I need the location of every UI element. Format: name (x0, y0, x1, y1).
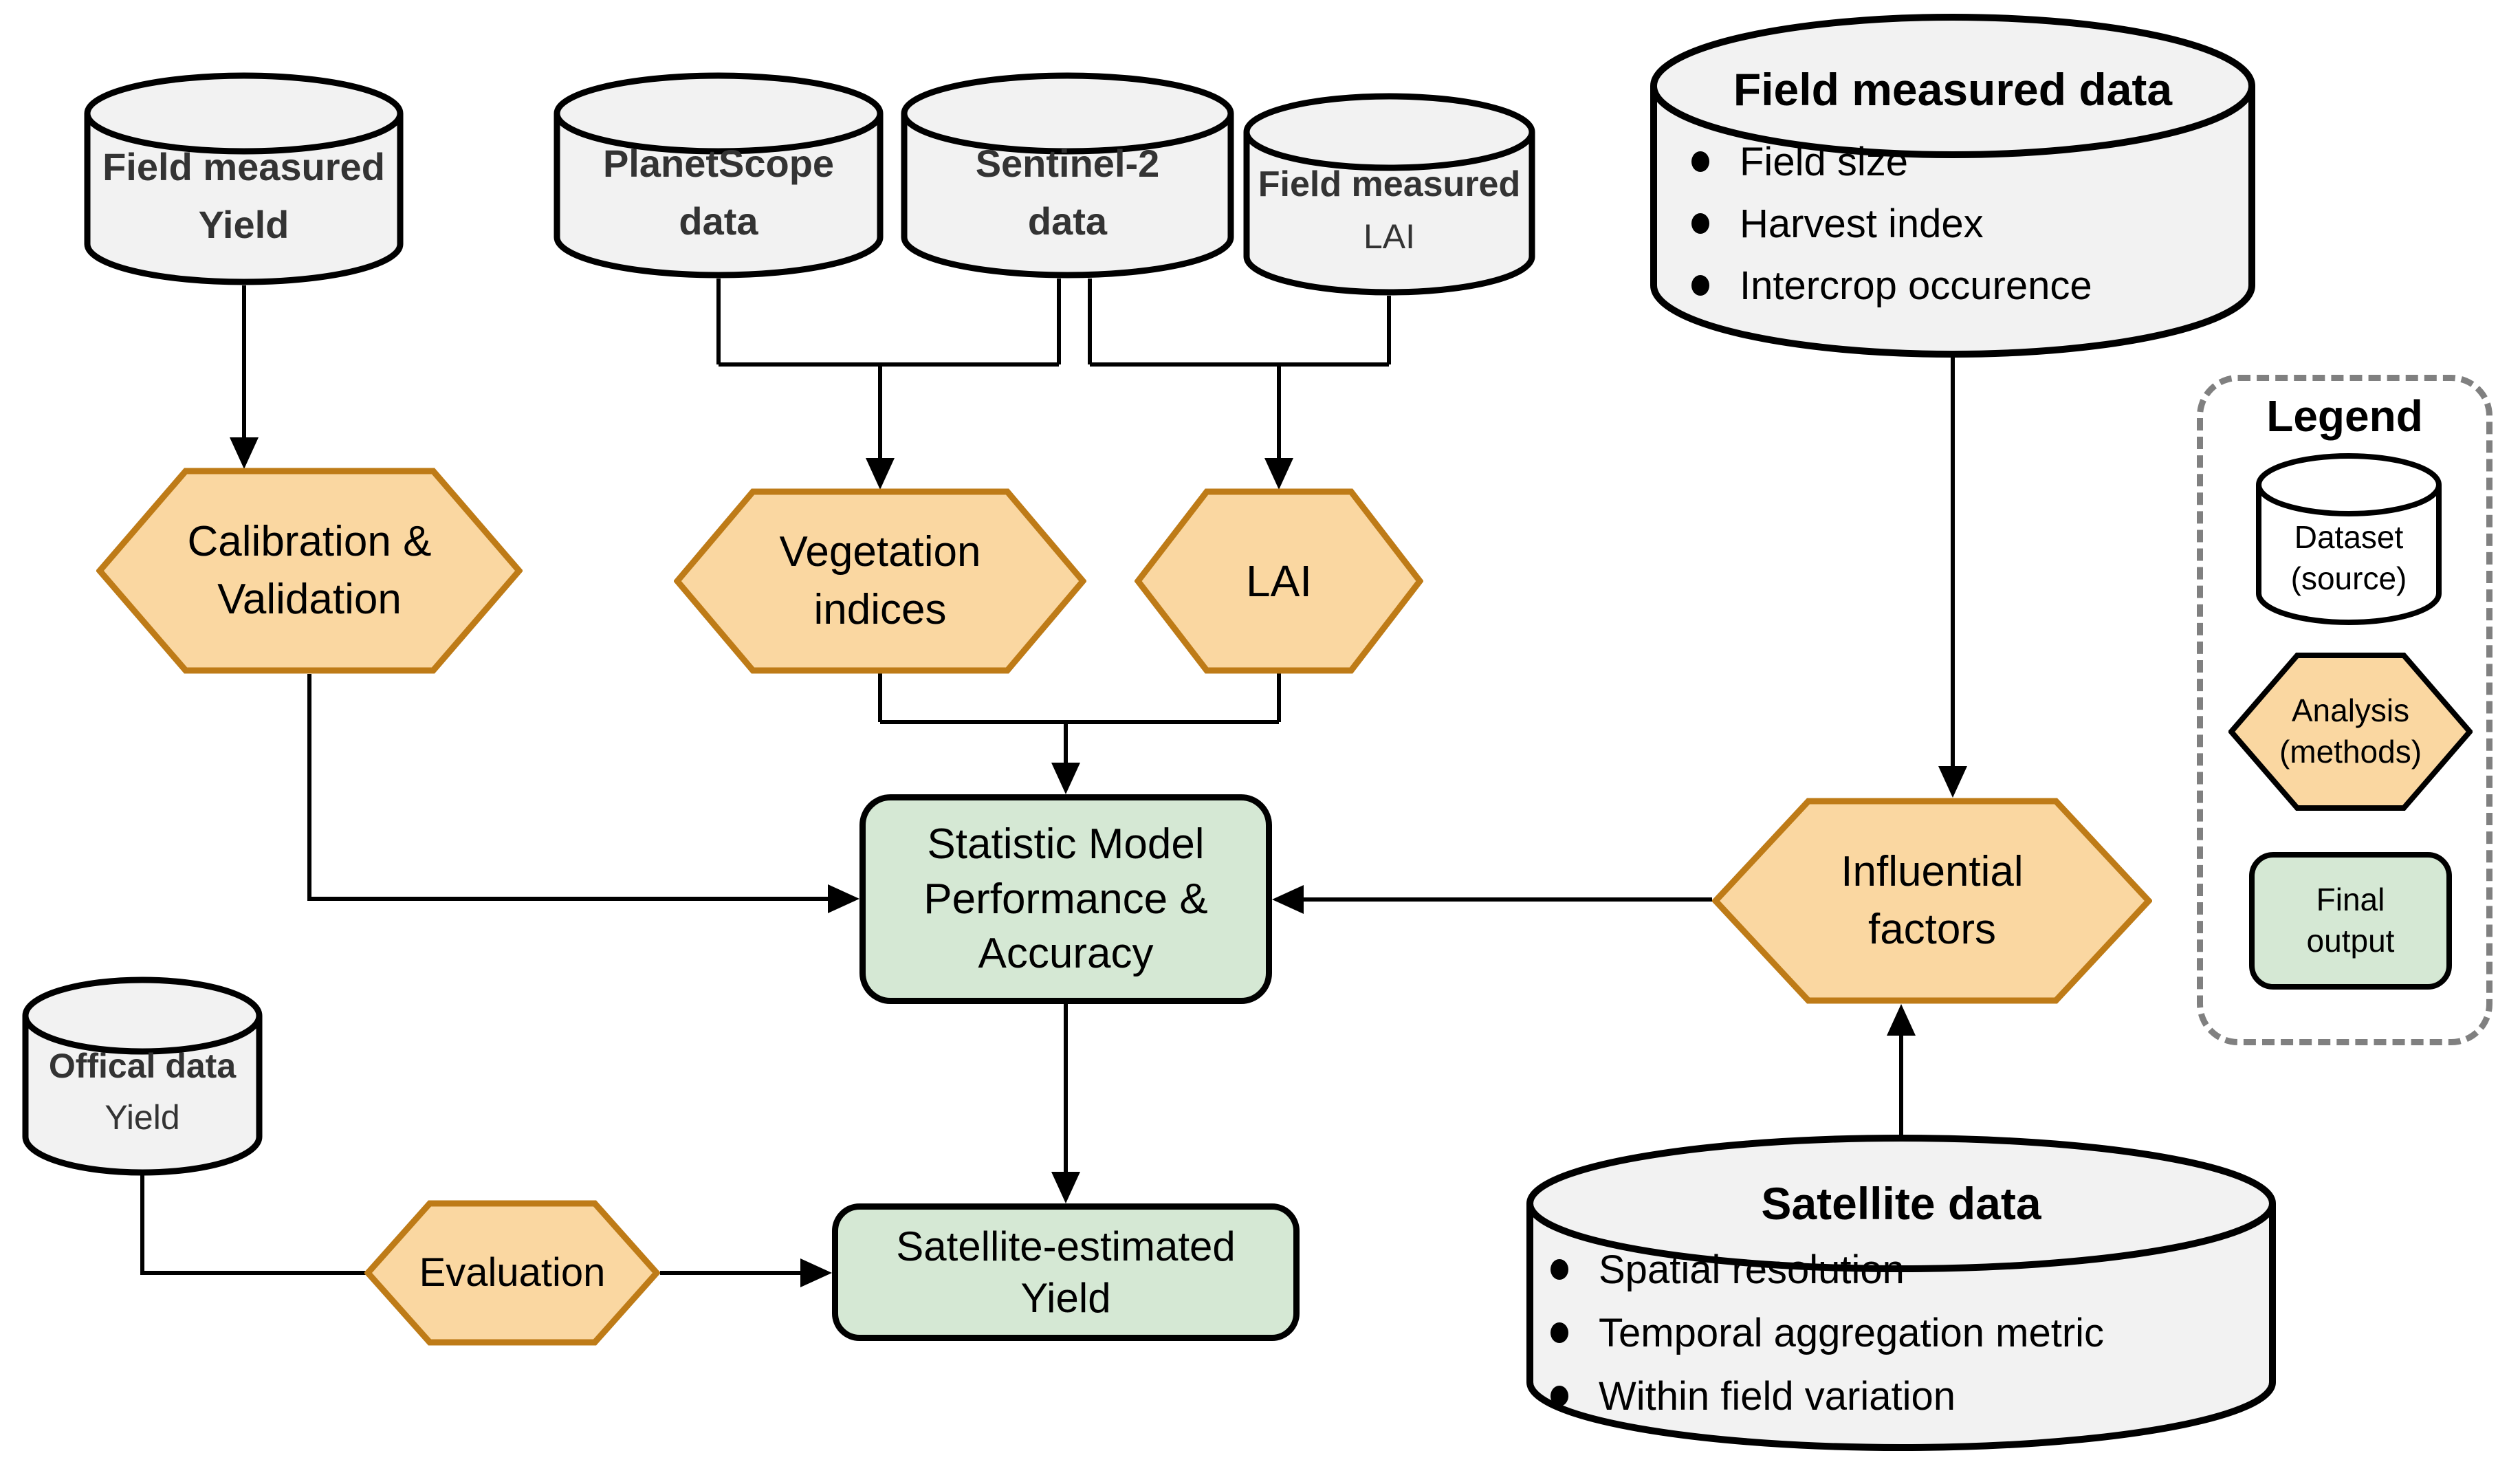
node-label: Offical data (48, 1047, 237, 1085)
node-label: indices (813, 586, 947, 633)
cylinder-icon (1650, 14, 2255, 358)
node-label: Validation (217, 576, 402, 623)
connector-influential-factors-to-statistic-model (1272, 885, 1712, 914)
node-label: Vegetation (779, 528, 981, 576)
connector-statistic-model-to-satellite-yield (1051, 1004, 1080, 1203)
node-label: Field measured (1258, 164, 1521, 204)
node-label: Performance & (923, 875, 1208, 923)
satellite-data-cylinder: Satellite data Spatial resolution Tempor… (1526, 1135, 2276, 1451)
node-label: LAI (1245, 556, 1313, 606)
list-item: Within field variation (1551, 1364, 2269, 1428)
cylinder-icon (2256, 453, 2442, 625)
cylinder-icon (1243, 93, 1535, 296)
node-label: Calibration & (187, 518, 432, 566)
official-data-yield-cylinder: Offical data Yield (22, 977, 263, 1176)
field-measured-data-cylinder: Field measured data Field size Harvest i… (1650, 14, 2255, 358)
hexagon-icon (364, 1200, 660, 1346)
connector-calibration-to-statistic-model (307, 674, 859, 913)
hexagon-icon (96, 468, 523, 674)
node-label: Field measured (102, 145, 385, 188)
legend-final-output-box: Final output (2249, 852, 2452, 990)
planetscope-data-cylinder: PlanetScope data (554, 72, 884, 279)
hexagon-icon (1135, 488, 1423, 674)
node-label: Yield (198, 203, 289, 246)
node-title: Field measured data (1733, 64, 2173, 115)
legend-title: Legend (2266, 391, 2423, 441)
node-label: factors (1867, 906, 1997, 953)
connector-official-data-to-evaluation (140, 1175, 366, 1275)
vegetation-indices-hexagon: Vegetation indices (674, 488, 1086, 674)
bullet-icon (1691, 151, 1709, 172)
cylinder-icon (901, 72, 1234, 279)
hexagon-icon (2228, 653, 2473, 811)
node-label: Statistic Model (927, 820, 1205, 869)
node-label: data (679, 199, 758, 243)
bullet-icon (1691, 213, 1709, 234)
cylinder-icon (84, 72, 404, 285)
connector-evaluation-to-satellite-yield (660, 1258, 832, 1287)
list-item: Harvest index (1691, 193, 2242, 254)
connector-planetscope-sentinel2-to-vegetation-indices (716, 279, 1061, 490)
cylinder-icon (554, 72, 884, 279)
field-measured-yield-cylinder: Field measured Yield (84, 72, 404, 285)
hexagon-icon (1712, 798, 2152, 1004)
list-item: Intercrop occurence (1691, 254, 2242, 316)
legend-label: (methods) (2279, 734, 2422, 770)
list-item: Field size (1691, 131, 2242, 193)
node-label: Satellite-estimated (896, 1223, 1236, 1269)
connector-field-yield-to-calibration (230, 285, 259, 469)
bullet-icon (1551, 1386, 1568, 1406)
legend-label: Analysis (2291, 692, 2410, 729)
legend-label: output (2306, 923, 2395, 959)
hexagon-icon (674, 488, 1086, 674)
connector-vegetation-lai-to-statistic-model (878, 673, 1281, 794)
list-item: Spatial resolution (1551, 1238, 2269, 1301)
list-item: Temporal aggregation metric (1551, 1301, 2269, 1364)
legend-analysis-hexagon: Analysis (methods) (2228, 653, 2473, 811)
bullet-icon (1691, 275, 1709, 296)
node-title: Satellite data (1761, 1178, 2041, 1229)
legend-label: Dataset (2294, 519, 2404, 556)
sentinel2-data-cylinder: Sentinel-2 data (901, 72, 1234, 279)
node-label: LAI (1363, 217, 1416, 256)
statistic-model-box: Statistic Model Performance & Accuracy (859, 794, 1272, 1004)
legend-label: (source) (2290, 560, 2407, 596)
evaluation-hexagon: Evaluation (364, 1200, 660, 1346)
connector-satellite-data-to-influential-factors (1887, 1004, 1916, 1136)
field-measured-lai-cylinder: Field measured LAI (1243, 93, 1535, 296)
lai-hexagon: LAI (1135, 488, 1423, 674)
node-label: Yield (105, 1098, 180, 1137)
satellite-estimated-yield-box: Satellite-estimated Yield (832, 1203, 1300, 1341)
calibration-validation-hexagon: Calibration & Validation (96, 468, 523, 674)
node-label: Accuracy (978, 930, 1154, 978)
node-label: Influential (1841, 848, 2024, 896)
legend-panel: Legend Dataset (source) Analysis (method… (2197, 375, 2492, 1045)
node-label: Yield (1020, 1275, 1111, 1321)
connector-field-data-to-influential-factors (1938, 356, 1967, 798)
influential-factors-hexagon: Influential factors (1712, 798, 2152, 1004)
legend-dataset-cylinder: Dataset (source) (2256, 453, 2442, 625)
node-label: PlanetScope (602, 142, 835, 185)
node-label: Evaluation (419, 1250, 606, 1295)
bullet-icon (1551, 1322, 1568, 1343)
cylinder-icon (1526, 1135, 2276, 1451)
cylinder-icon (22, 977, 263, 1176)
node-label: data (1027, 199, 1108, 243)
bullet-icon (1551, 1259, 1568, 1280)
node-label: Sentinel-2 (975, 142, 1160, 185)
connector-sentinel2-fieldlai-to-lai (1088, 279, 1391, 490)
legend-label: Final (2316, 882, 2385, 918)
